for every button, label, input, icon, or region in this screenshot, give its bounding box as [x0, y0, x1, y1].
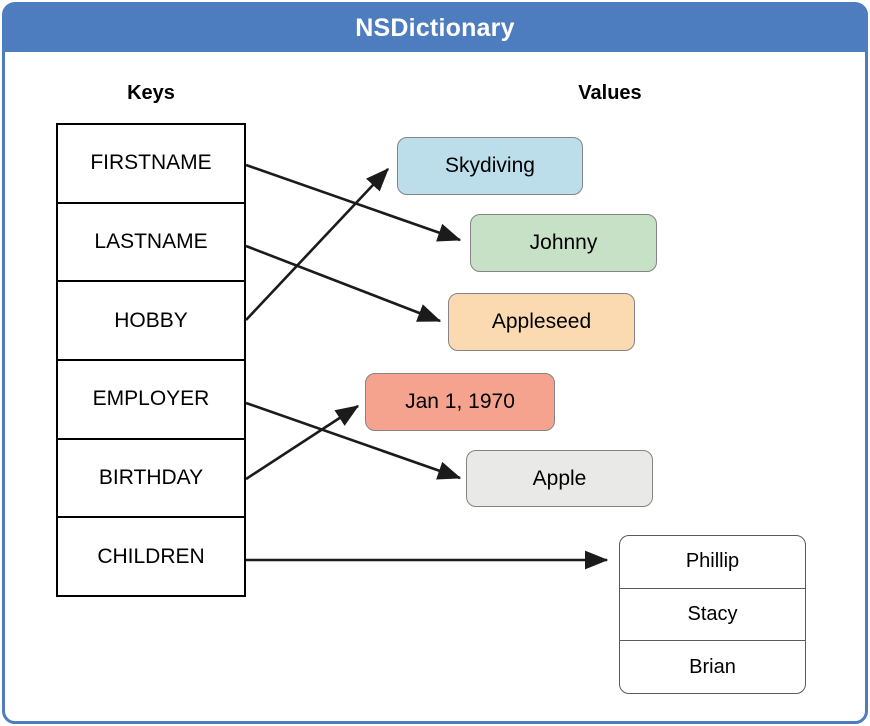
value-box-birthday-date: Jan 1, 1970	[365, 373, 555, 431]
value-box-appleseed: Appleseed	[448, 293, 635, 351]
key-row-children: CHILDREN	[58, 516, 244, 595]
panel-header: NSDictionary	[5, 5, 865, 52]
value-box-skydiving: Skydiving	[397, 137, 583, 195]
key-row-hobby: HOBBY	[58, 280, 244, 359]
key-row-birthday: BIRTHDAY	[58, 437, 244, 517]
key-row-lastname: LASTNAME	[58, 201, 244, 281]
key-row-employer: EMPLOYER	[58, 359, 244, 438]
values-column-heading: Values	[578, 82, 642, 104]
value-box-johnny: Johnny	[470, 214, 657, 272]
keys-table: FIRSTNAME LASTNAME HOBBY EMPLOYER BIRTHD…	[56, 123, 246, 597]
key-row-firstname: FIRSTNAME	[90, 151, 212, 175]
value-box-employer-apple: Apple	[466, 450, 653, 507]
panel-title: NSDictionary	[355, 14, 515, 42]
child-row-brian: Brian	[620, 640, 805, 693]
keys-column-heading: Keys	[127, 82, 175, 104]
children-table: Phillip Stacy Brian	[619, 535, 806, 694]
child-row-phillip: Phillip	[685, 550, 740, 573]
child-row-stacy: Stacy	[620, 587, 805, 641]
